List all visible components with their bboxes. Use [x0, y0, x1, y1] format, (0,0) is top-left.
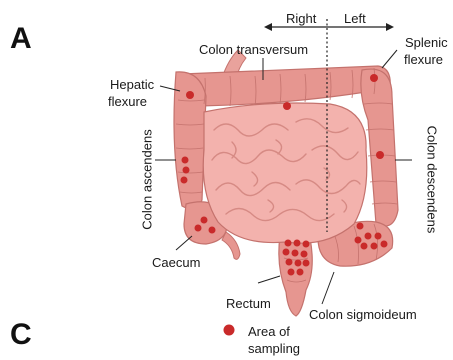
sampling-dot-hepatic — [186, 91, 194, 99]
label-colon-descendens: Colon descendens — [425, 120, 440, 240]
sampling-dot-rectum — [303, 241, 310, 248]
sampling-dot-sigmoideum — [355, 237, 362, 244]
sampling-dot-sigmoideum — [361, 243, 368, 250]
label-caecum: Caecum — [152, 255, 200, 270]
legend-label-line2: sampling — [248, 341, 300, 356]
sampling-dot-rectum — [301, 251, 308, 258]
sampling-dot-rectum — [288, 269, 295, 276]
sampling-dot-rectum — [303, 260, 310, 267]
sampling-dot-sigmoideum — [357, 223, 364, 230]
panel-label-a: A — [10, 22, 32, 56]
sampling-dot-caecum — [201, 217, 208, 224]
direction-arrow-left-head — [264, 23, 272, 31]
sampling-dot-ascendens — [182, 157, 189, 164]
direction-right-label: Right — [286, 11, 316, 26]
sampling-dot-sigmoideum — [371, 243, 378, 250]
label-splenic-line1: Splenic — [405, 35, 448, 50]
sampling-dot-rectum — [294, 240, 301, 247]
direction-left-label: Left — [344, 11, 366, 26]
sampling-dot-descendens — [376, 151, 384, 159]
sampling-dot-sigmoideum — [381, 241, 388, 248]
label-hepatic-line1: Hepatic — [110, 77, 154, 92]
direction-arrow-right-head — [386, 23, 394, 31]
sampling-dot-ascendens — [181, 177, 188, 184]
sampling-dot-sigmoideum — [375, 233, 382, 240]
sampling-dot-caecum — [195, 225, 202, 232]
sampling-dot-splenic — [370, 74, 378, 82]
sampling-dot-rectum — [286, 259, 293, 266]
label-hepatic-line2: flexure — [108, 94, 147, 109]
label-colon-sigmoideum: Colon sigmoideum — [309, 307, 417, 322]
sampling-dot-rectum — [297, 269, 304, 276]
sampling-dot-rectum — [283, 249, 290, 256]
label-colon-ascendens: Colon ascendens — [140, 125, 155, 235]
sampling-dot-rectum — [295, 260, 302, 267]
label-colon-transversum: Colon transversum — [199, 42, 308, 57]
sampling-dot-caecum — [209, 227, 216, 234]
sampling-dot-transversum — [283, 102, 291, 110]
sampling-dot-rectum — [285, 240, 292, 247]
label-splenic-line2: flexure — [404, 52, 443, 67]
sampling-dot-ascendens — [183, 167, 190, 174]
sampling-dot-rectum — [292, 250, 299, 257]
label-rectum: Rectum — [226, 296, 271, 311]
legend-label-line1: Area of — [248, 324, 290, 339]
colon-transversum-shape — [182, 66, 390, 106]
sampling-dot-sigmoideum — [365, 233, 372, 240]
panel-label-c: C — [10, 318, 32, 352]
legend-dot — [224, 325, 235, 336]
